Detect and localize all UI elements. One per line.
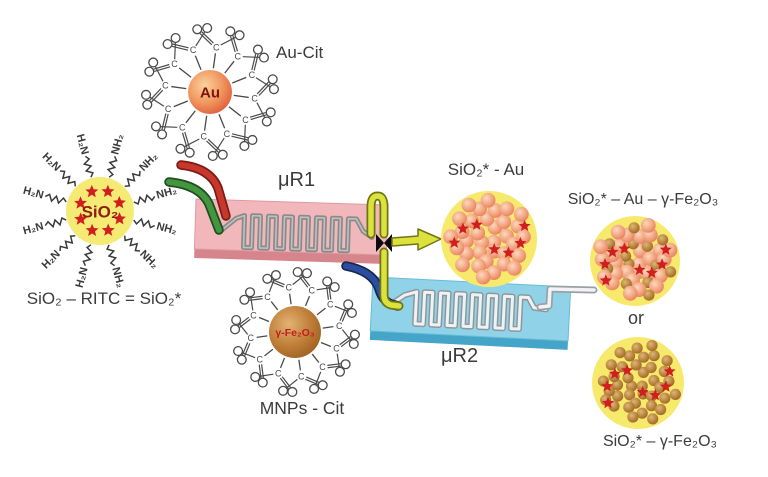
svg-text:C: C — [336, 321, 343, 331]
amine-group-label: H₂N — [22, 220, 45, 237]
fe-core — [269, 306, 321, 358]
amine-group-label: H₂N — [40, 151, 63, 174]
product-sio2-au-fe-label: SiO₂* – Au – γ-Fe₂O₃ — [567, 191, 719, 208]
amine-group-label: H₂N — [22, 185, 45, 202]
inlet-tube-green — [164, 177, 224, 235]
svg-text:C: C — [235, 51, 242, 61]
svg-text:C: C — [179, 123, 186, 133]
microreactor-1-label: μR1 — [278, 169, 316, 191]
serpentine-channel-r1 — [219, 212, 375, 254]
svg-text:C: C — [275, 368, 282, 378]
svg-text:C: C — [247, 333, 254, 343]
svg-text:C: C — [171, 59, 178, 69]
svg-text:C: C — [286, 283, 293, 293]
product-sio2-au — [441, 191, 537, 287]
valve-x-icon — [376, 234, 392, 252]
amine-group-label: NH₂ — [155, 220, 178, 237]
svg-text:C: C — [319, 362, 326, 372]
amine-group-label: NH₂ — [137, 248, 160, 271]
svg-text:C: C — [333, 344, 340, 354]
sio2-core-label: SiO₂ — [82, 203, 119, 222]
sio2-ritc-label: SiO₂ – RITC = SiO₂* — [26, 289, 182, 308]
svg-text:C: C — [249, 70, 256, 80]
product-sio2-au-fe — [590, 216, 680, 306]
microreactor-2-label: μR2 — [441, 345, 479, 367]
amine-group-label: H₂N — [74, 266, 91, 289]
svg-text:C: C — [257, 355, 264, 365]
svg-text:C: C — [224, 129, 231, 139]
svg-text:C: C — [327, 299, 334, 309]
sio2-structure: NH₂ NH₂ NH₂ H₂N H₂N H₂N H₂N H₂N H₂N NH₂ NH₂ NH₂ SiO₂ — [22, 133, 179, 290]
svg-text:C: C — [200, 132, 207, 142]
svg-text:C: C — [213, 42, 220, 52]
or-label: or — [627, 308, 644, 328]
flow-arrow-icon — [391, 228, 442, 251]
amine-group-label: H₂N — [40, 248, 63, 271]
serpentine-channel-r2 — [389, 288, 549, 333]
fe-core-label: γ-Fe₂O₃ — [275, 327, 314, 339]
sio2-core — [66, 177, 134, 245]
svg-text:C: C — [242, 115, 249, 125]
svg-text:C: C — [190, 45, 197, 55]
amine-group-label: NH₂ — [109, 133, 126, 156]
svg-text:C: C — [264, 292, 271, 302]
amine-group-label: NH₂ — [109, 266, 126, 289]
product-sio2-fe-label: SiO₂* – γ-Fe₂O₃ — [602, 433, 718, 450]
svg-text:C: C — [251, 93, 258, 103]
product-sio2-au-label: SiO₂* - Au — [447, 160, 525, 179]
amine-group-label: NH₂ — [137, 151, 160, 174]
svg-text:C: C — [162, 81, 169, 91]
product-sio2-fe — [592, 337, 684, 429]
amine-group-label: H₂N — [74, 133, 91, 156]
au-core — [188, 70, 232, 114]
inlet-tube-red — [176, 160, 231, 221]
au-cit-label: Au-Cit — [276, 43, 324, 62]
mnps-cit-label: MNPs - Cit — [259, 398, 345, 418]
transfer-tube-yellow — [366, 191, 404, 311]
amine-group-label: NH₂ — [155, 185, 178, 202]
svg-text:C: C — [250, 310, 257, 320]
svg-text:C: C — [308, 286, 315, 296]
au-core-label: Au — [200, 85, 220, 102]
svg-text:C: C — [298, 371, 305, 381]
svg-text:C: C — [165, 104, 172, 114]
outlet-tube-gray — [536, 285, 598, 311]
